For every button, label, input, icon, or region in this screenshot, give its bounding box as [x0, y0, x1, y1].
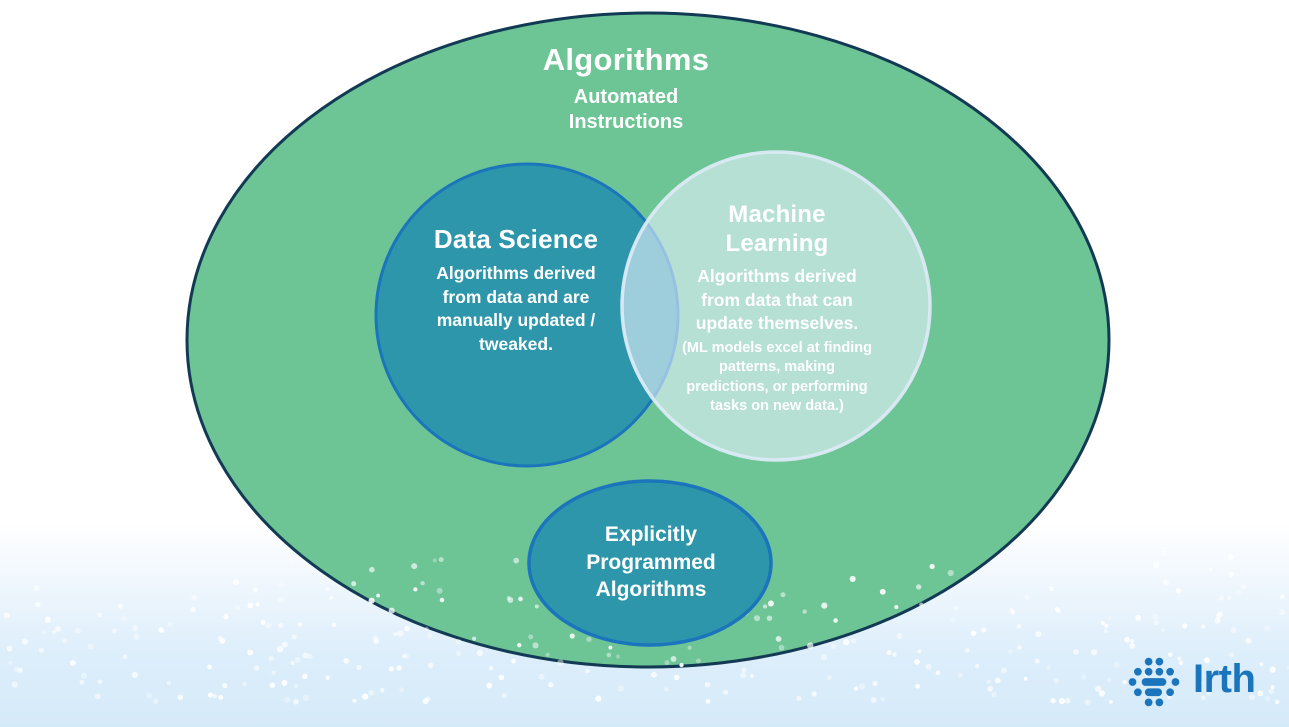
- description-line: update themselves.: [695, 313, 859, 333]
- title-line: Explicitly: [604, 523, 698, 546]
- description-line: from data and are: [442, 286, 590, 307]
- machine-learning-label-block: Machine Learning Algorithms derived from…: [634, 200, 920, 417]
- machine-learning-note: (ML models excel at finding patterns, ma…: [634, 339, 920, 417]
- title-line: Algorithms: [595, 578, 707, 601]
- dot-cluster-icon: [1128, 657, 1180, 707]
- description-line: manually updated /: [436, 310, 596, 330]
- irth-wordmark: Irth: [1193, 657, 1256, 701]
- machine-learning-description: Algorithms derived from data that can up…: [634, 265, 920, 336]
- description-line: Algorithms derived: [436, 263, 596, 283]
- title-line: Programmed: [586, 550, 716, 574]
- note-line: tasks on new data.): [710, 398, 844, 414]
- subtitle-line: Automated: [573, 86, 679, 108]
- machine-learning-title: Machine Learning: [634, 200, 920, 258]
- data-science-label-block: Data Science Algorithms derived from dat…: [374, 224, 658, 356]
- explicitly-programmed-ellipse: [527, 479, 773, 647]
- description-line: tweaked.: [479, 333, 553, 354]
- note-line: predictions, or performing: [686, 378, 868, 395]
- description-line: Algorithms derived: [697, 266, 857, 286]
- explicitly-programmed-label-block: Explicitly Programmed Algorithms: [529, 521, 773, 604]
- subtitle-line: Instructions: [568, 111, 684, 133]
- outer-title-block: Algorithms Automated Instructions: [446, 42, 806, 135]
- title-line: Learning: [725, 230, 829, 257]
- algorithms-subtitle: Automated Instructions: [446, 85, 806, 135]
- description-line: from data that can: [701, 289, 853, 310]
- machine-learning-circle: [620, 150, 932, 462]
- note-line: (ML models excel at finding: [682, 339, 872, 356]
- data-science-title: Data Science: [433, 224, 599, 254]
- title-line: Machine: [728, 201, 826, 228]
- note-line: patterns, making: [718, 359, 836, 375]
- irth-logo: Irth: [1124, 653, 1256, 711]
- data-science-description: Algorithms derived from data and are man…: [374, 262, 658, 356]
- algorithms-title: Algorithms: [542, 42, 710, 77]
